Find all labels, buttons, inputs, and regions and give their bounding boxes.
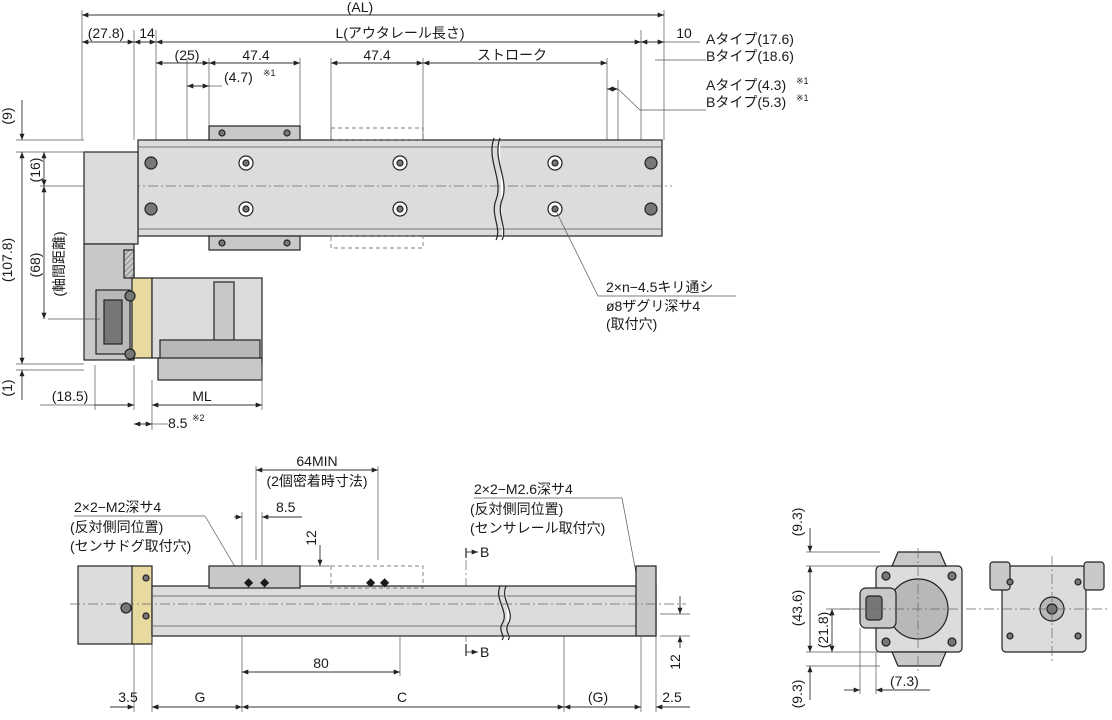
pulley-housing bbox=[83, 151, 139, 245]
m2-callout-line1: 2×2−M2深サ4 bbox=[74, 499, 161, 515]
m26-callout-line2: (反対側同位置) bbox=[470, 501, 563, 517]
dim-107-8: (107.8) bbox=[0, 238, 15, 282]
dim-10: 10 bbox=[676, 25, 692, 41]
dim-2-5: 2.5 bbox=[662, 689, 682, 705]
dim-25: (25) bbox=[175, 47, 200, 63]
dim-47-4-a: 47.4 bbox=[242, 47, 269, 63]
section-b-bottom: B bbox=[480, 644, 489, 660]
dim-a-17-6: Aタイプ(17.6) bbox=[706, 31, 794, 47]
dim-27-8: (27.8) bbox=[88, 25, 125, 41]
note-1a: ※1 bbox=[263, 68, 276, 78]
top-view: (AL) (27.8) 14 L(アウタレール長さ) 10 Aタイプ(17.6)… bbox=[0, 0, 809, 431]
dim-axis-distance: (軸間距離) bbox=[51, 231, 67, 296]
dim-g: G bbox=[195, 689, 206, 705]
dim-g-paren: (G) bbox=[588, 689, 608, 705]
mounting-holes bbox=[238, 155, 563, 217]
dim-8-5-top: 8.5 bbox=[168, 415, 188, 431]
dim-l: L(アウタレール長さ) bbox=[335, 25, 464, 41]
dim-12-b: 12 bbox=[667, 654, 683, 670]
svg-text:◆: ◆ bbox=[260, 575, 270, 589]
dim-43-6: (43.6) bbox=[789, 590, 805, 627]
m2-callout-line2: (反対側同位置) bbox=[70, 519, 163, 535]
note-1b: ※1 bbox=[796, 76, 809, 86]
m26-callout-line1: 2×2−M2.6深サ4 bbox=[474, 481, 573, 497]
dim-4-7: (4.7) bbox=[224, 69, 253, 85]
dim-9: (9) bbox=[0, 107, 15, 124]
dim-18-5: (18.5) bbox=[52, 388, 89, 404]
m26-callout-line3: (センサレール取付穴) bbox=[470, 520, 605, 536]
slider-block-top bbox=[208, 125, 301, 141]
section-view: (9.3) (43.6) (21.8) (9.3) (7.3) bbox=[789, 508, 1110, 709]
dim-b-5-3: Bタイプ(5.3) bbox=[706, 94, 786, 110]
dim-b-18-6: Bタイプ(18.6) bbox=[706, 48, 794, 64]
note-2: ※2 bbox=[192, 413, 205, 423]
svg-text:◆: ◆ bbox=[244, 575, 254, 589]
dim-68: (68) bbox=[27, 253, 43, 278]
dim-14: 14 bbox=[139, 25, 155, 41]
dim-16: (16) bbox=[27, 158, 43, 183]
section-b-top: B bbox=[480, 544, 489, 560]
dim-ml: ML bbox=[192, 388, 212, 404]
m2-callout-line3: (センサドグ取付穴) bbox=[70, 538, 191, 554]
dim-3-5: 3.5 bbox=[118, 689, 138, 705]
dim-7-3: (7.3) bbox=[890, 673, 919, 689]
note-1c: ※1 bbox=[796, 93, 809, 103]
dim-al: (AL) bbox=[347, 0, 373, 15]
side-slider-block bbox=[208, 565, 301, 589]
dim-80: 80 bbox=[313, 655, 329, 671]
outer-rail bbox=[137, 139, 663, 237]
rail-hole bbox=[144, 156, 158, 170]
dim-12-a: 12 bbox=[303, 530, 319, 546]
dim-21-8: (21.8) bbox=[815, 612, 831, 649]
dim-1: (1) bbox=[0, 379, 15, 396]
dim-64min: 64MIN bbox=[296, 453, 337, 469]
dim-stroke: ストローク bbox=[477, 47, 547, 63]
dim-47-4-b: 47.4 bbox=[363, 47, 390, 63]
hole-callout-line1: 2×n−4.5キリ通シ bbox=[606, 279, 713, 295]
dim-9-3-top: (9.3) bbox=[789, 508, 805, 537]
dim-8-5-side: 8.5 bbox=[276, 499, 296, 515]
side-view: 64MIN (2個密着時寸法) 8.5 12 2×2−M2深サ4 (反対側同位置… bbox=[70, 453, 690, 712]
dim-a-4-3: Aタイプ(4.3) bbox=[706, 77, 786, 93]
hole-callout-line2: ø8ザグリ深サ4 bbox=[606, 298, 700, 314]
svg-text:◆: ◆ bbox=[366, 575, 376, 589]
dim-2block: (2個密着時寸法) bbox=[266, 473, 367, 489]
hole-callout-line3: (取付穴) bbox=[606, 316, 657, 332]
svg-text:◆: ◆ bbox=[380, 575, 390, 589]
dim-9-3-bottom: (9.3) bbox=[789, 680, 805, 709]
motor-flange bbox=[131, 277, 153, 359]
dim-c: C bbox=[397, 689, 407, 705]
slider-block-bottom bbox=[208, 235, 301, 251]
side-rail bbox=[151, 585, 657, 637]
